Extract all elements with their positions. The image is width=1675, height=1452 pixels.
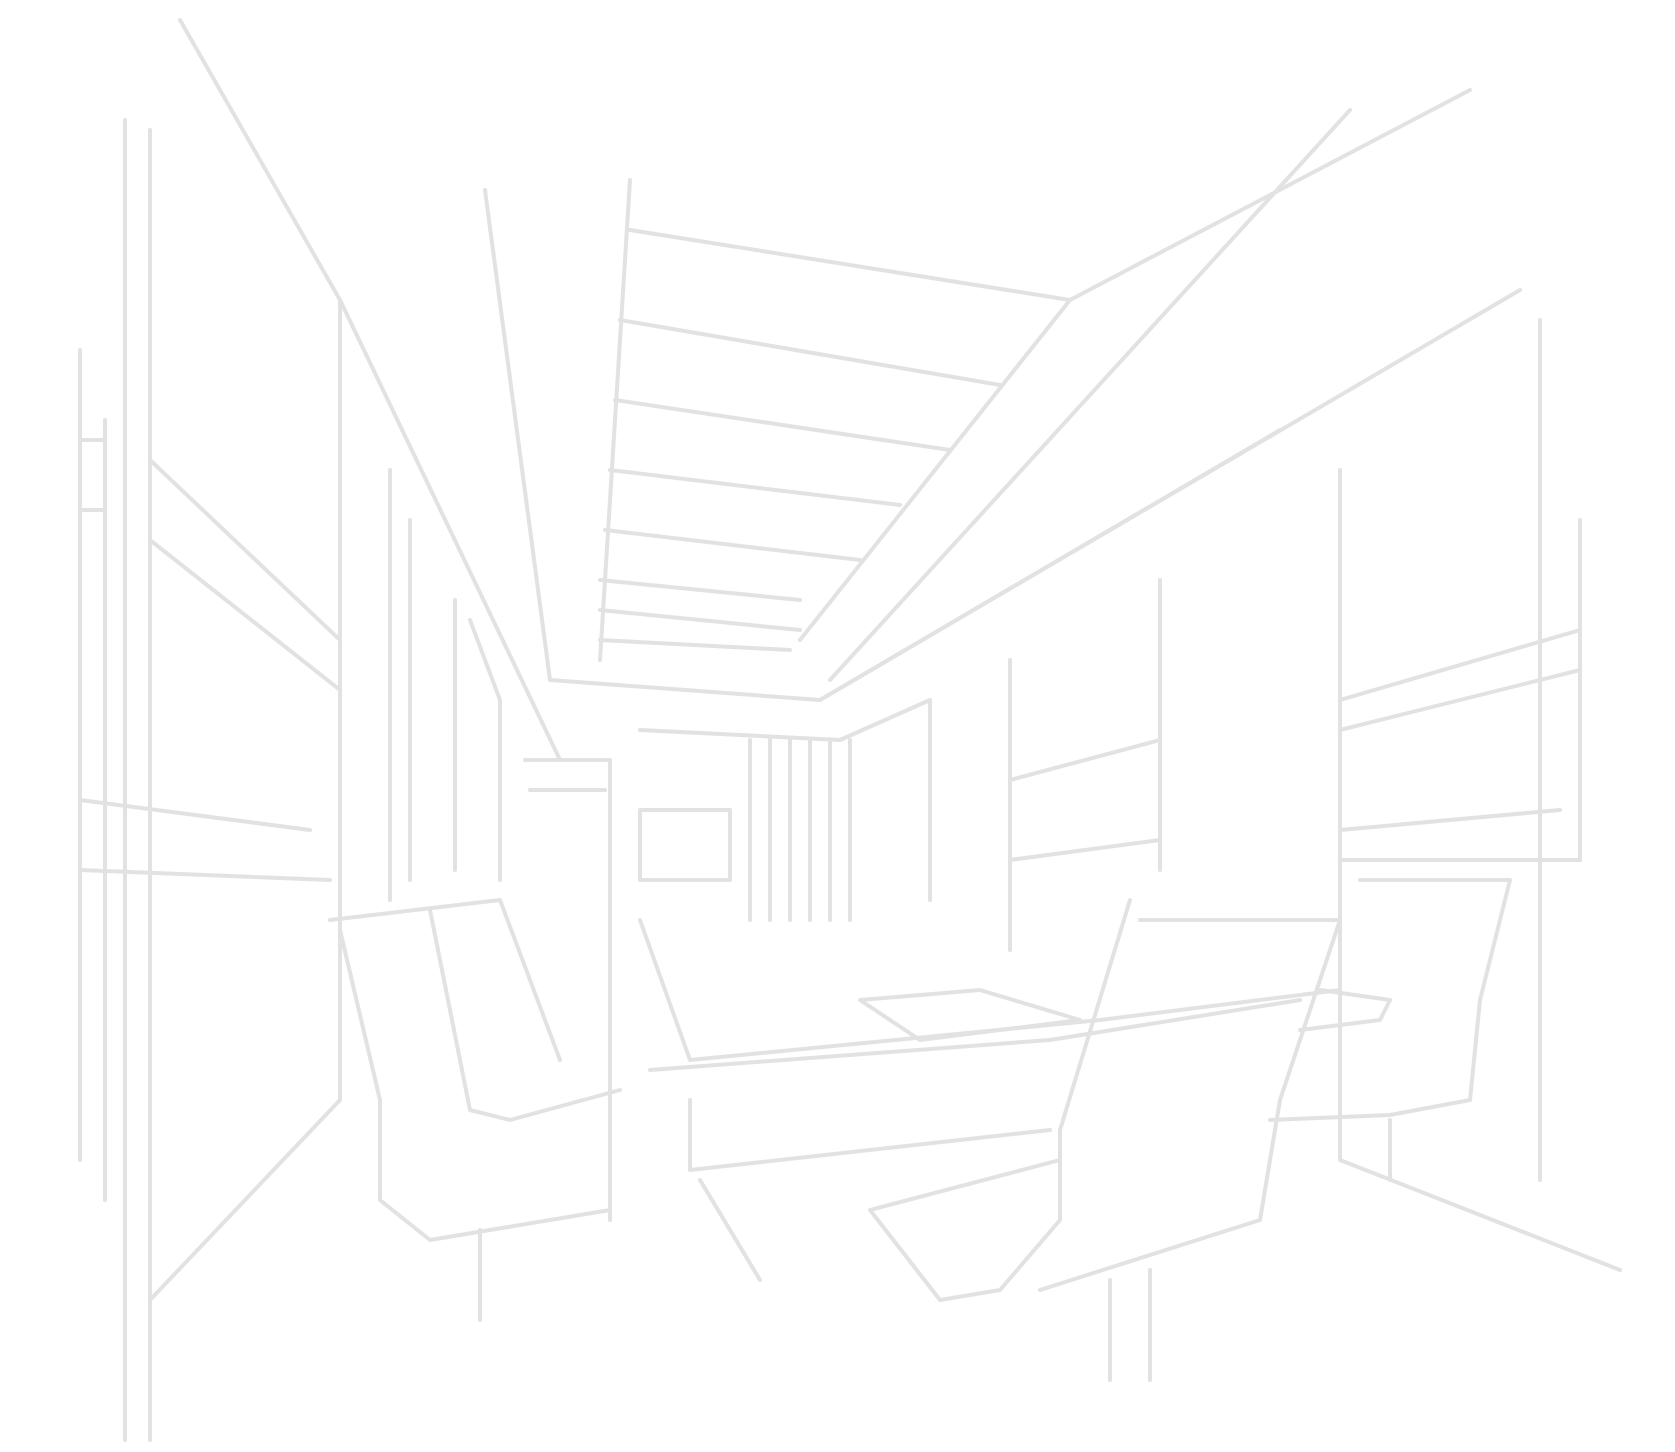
line-art-stroke xyxy=(1008,578,1162,952)
line-art-stroke xyxy=(1338,628,1582,862)
line-art-stroke xyxy=(858,988,1392,1042)
line-art-stroke xyxy=(388,468,502,902)
line-art-stroke xyxy=(818,108,1352,702)
line-art-stroke xyxy=(478,1118,1392,1382)
line-art-stroke xyxy=(1038,878,1512,1292)
line-art-stroke xyxy=(648,998,1302,1172)
line-art-stroke xyxy=(148,18,562,1302)
line-art-stroke xyxy=(78,438,332,882)
line-art-stroke xyxy=(523,698,932,1222)
line-art-stroke xyxy=(78,118,152,1442)
line-art-stroke xyxy=(483,188,1522,702)
line-art-stroke xyxy=(598,88,1472,662)
line-art-stroke xyxy=(148,458,342,692)
line-art-stroke xyxy=(428,908,622,1122)
line-art-stroke xyxy=(328,898,612,1242)
line-art-stroke xyxy=(868,898,1132,1302)
line-art-stroke xyxy=(638,918,1342,1062)
line-art-stroke xyxy=(748,738,852,922)
line-art-group xyxy=(78,18,1622,1442)
line-art-stroke xyxy=(1338,318,1622,1272)
